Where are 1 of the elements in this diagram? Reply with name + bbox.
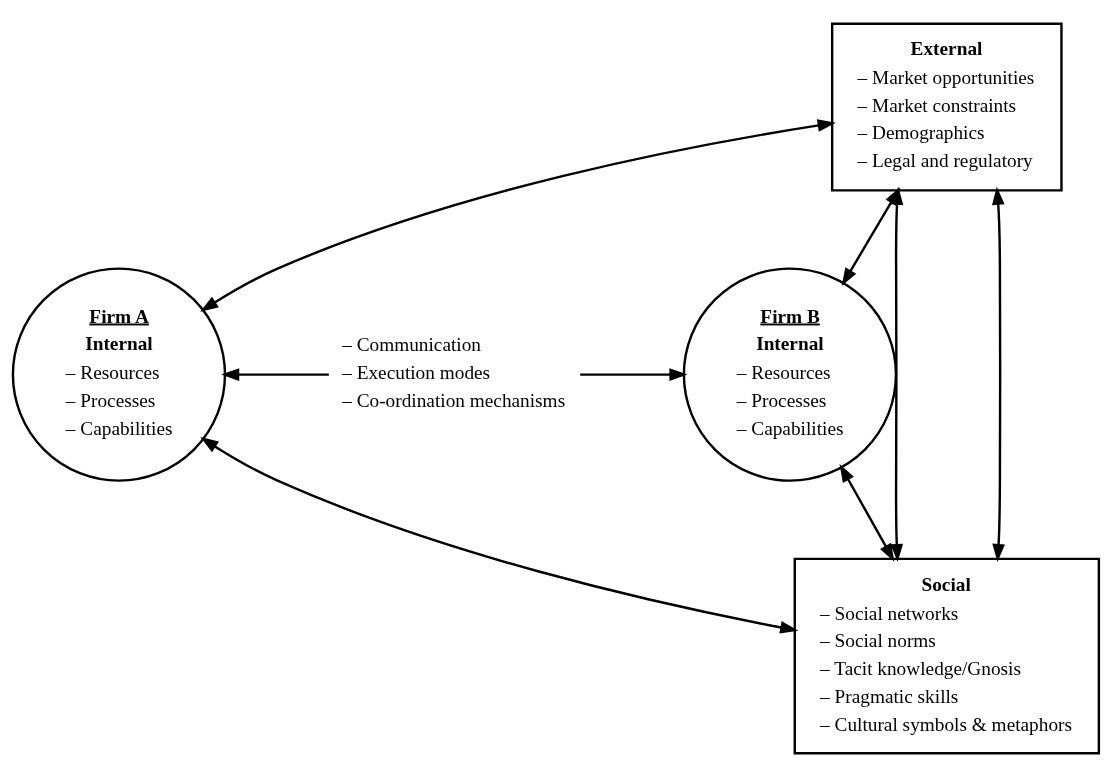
node-text: – Communication – Execution modes – Co-ordination mechanisms	[342, 334, 566, 411]
